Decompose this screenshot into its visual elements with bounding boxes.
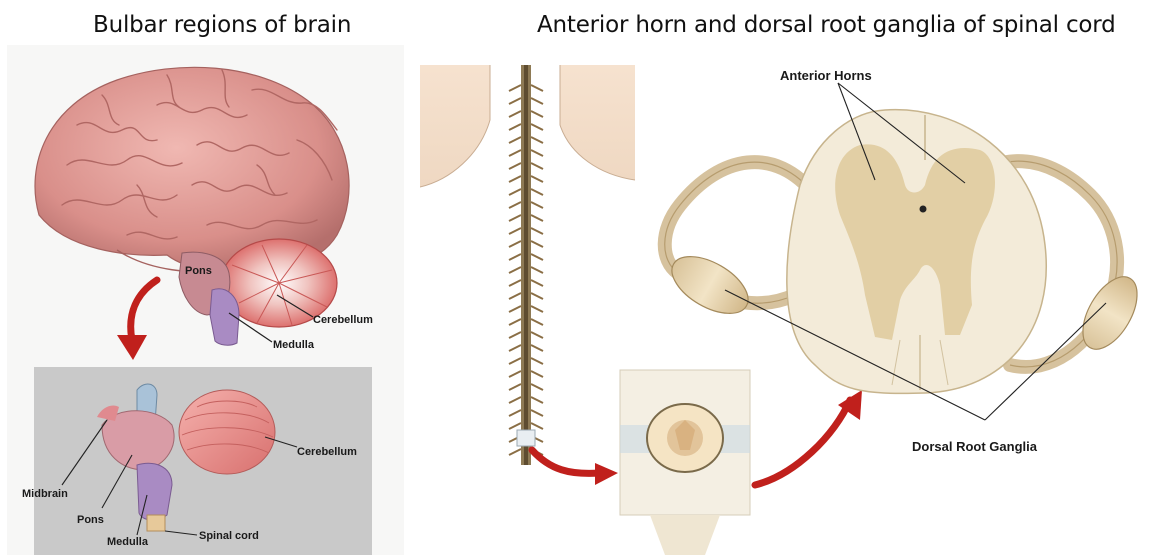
spinal-nerve bbox=[509, 410, 521, 416]
spinal-nerve bbox=[509, 358, 521, 364]
spinal-nerve bbox=[509, 384, 521, 390]
spinal-nerve bbox=[509, 98, 521, 104]
spinal-nerve bbox=[509, 111, 521, 117]
spinal-nerve bbox=[509, 267, 521, 273]
spinal-nerve bbox=[509, 345, 521, 351]
inset-spinal-cord bbox=[147, 515, 165, 531]
spinal-nerve bbox=[531, 98, 543, 104]
spinal-nerve bbox=[509, 371, 521, 377]
spinal-nerve bbox=[531, 137, 543, 143]
inset-label-medulla: Medulla bbox=[107, 536, 149, 548]
inset-medulla bbox=[137, 463, 172, 520]
spinal-nerve bbox=[531, 410, 543, 416]
central-canal bbox=[920, 206, 927, 213]
label-anterior-horns: Anterior Horns bbox=[780, 68, 872, 83]
title-right: Anterior horn and dorsal root ganglia of… bbox=[537, 12, 1116, 38]
spinal-nerve bbox=[509, 319, 521, 325]
label-dorsal-root-ganglia: Dorsal Root Ganglia bbox=[912, 439, 1038, 454]
arrow-to-detail bbox=[755, 400, 850, 485]
inset-label-midbrain: Midbrain bbox=[22, 488, 68, 500]
spinal-nerve bbox=[509, 215, 521, 221]
brain-illustration: Pons Cerebellum Medulla Cerebellum Mid bbox=[7, 45, 404, 555]
spinal-nerve bbox=[531, 124, 543, 130]
spinal-nerve bbox=[531, 358, 543, 364]
spinal-nerve bbox=[531, 397, 543, 403]
spinal-nerve bbox=[531, 215, 543, 221]
arrow-down-left bbox=[131, 280, 157, 340]
label-medulla: Medulla bbox=[273, 339, 315, 351]
spinal-nerve bbox=[509, 124, 521, 130]
spinal-nerve bbox=[531, 163, 543, 169]
spinal-cord-illustration: Anterior Horns Dorsal Root Ganglia bbox=[420, 45, 1148, 555]
spinal-nerve bbox=[509, 176, 521, 182]
label-cerebellum: Cerebellum bbox=[313, 314, 373, 326]
spinal-nerve bbox=[531, 176, 543, 182]
spinal-nerve bbox=[509, 280, 521, 286]
spinal-nerve bbox=[531, 241, 543, 247]
spinal-nerve bbox=[531, 332, 543, 338]
inset-label-spinal-cord: Spinal cord bbox=[199, 530, 259, 542]
left-ganglion bbox=[663, 245, 758, 325]
neck-silhouette bbox=[420, 65, 490, 187]
spinal-nerve bbox=[509, 332, 521, 338]
spinal-nerve bbox=[509, 423, 521, 429]
spinal-nerve bbox=[509, 449, 521, 455]
spinal-nerve bbox=[509, 293, 521, 299]
spinal-nerve bbox=[509, 397, 521, 403]
spinal-nerve bbox=[509, 189, 521, 195]
spinal-nerve bbox=[531, 371, 543, 377]
spinal-nerve bbox=[509, 241, 521, 247]
spinal-nerve bbox=[531, 306, 543, 312]
label-pons: Pons bbox=[185, 265, 212, 277]
spinal-nerve bbox=[531, 345, 543, 351]
spinal-nerve bbox=[531, 280, 543, 286]
spinal-nerve bbox=[509, 306, 521, 312]
spinal-nerve bbox=[531, 254, 543, 260]
spinal-nerve bbox=[531, 202, 543, 208]
spinal-nerve bbox=[509, 254, 521, 260]
spinal-nerve bbox=[531, 150, 543, 156]
inset-label-cerebellum: Cerebellum bbox=[297, 446, 357, 458]
spinal-nerve bbox=[531, 189, 543, 195]
spinal-nerve bbox=[531, 228, 543, 234]
spinal-nerve bbox=[509, 137, 521, 143]
title-left: Bulbar regions of brain bbox=[93, 12, 351, 38]
spinal-nerve bbox=[531, 111, 543, 117]
spinal-nerve bbox=[531, 319, 543, 325]
spinal-nerve bbox=[531, 423, 543, 429]
spinal-nerve bbox=[531, 293, 543, 299]
spinal-nerve bbox=[509, 202, 521, 208]
spinal-nerve bbox=[531, 85, 543, 91]
spinal-nerve bbox=[531, 267, 543, 273]
brain-panel: Pons Cerebellum Medulla Cerebellum Mid bbox=[7, 45, 404, 555]
spinal-nerve bbox=[509, 85, 521, 91]
spinal-nerve bbox=[509, 228, 521, 234]
inset-label-pons: Pons bbox=[77, 514, 104, 526]
spinal-cord-panel: Anterior Horns Dorsal Root Ganglia bbox=[420, 45, 1148, 555]
spinal-nerve bbox=[509, 163, 521, 169]
spinal-nerve bbox=[531, 384, 543, 390]
cerebrum bbox=[35, 67, 349, 269]
spinal-nerve bbox=[509, 150, 521, 156]
